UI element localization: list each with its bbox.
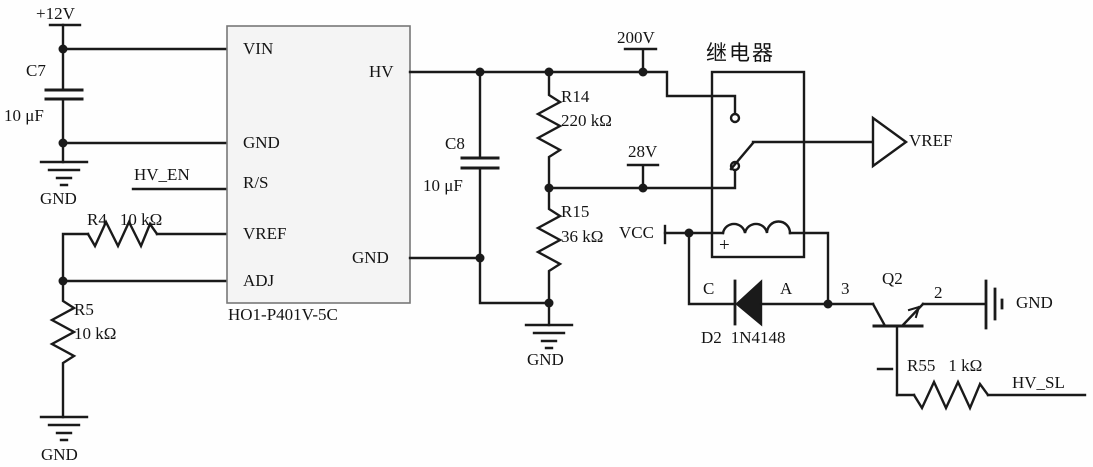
ground-symbol-r5	[39, 415, 89, 442]
vref-buffer-triangle	[871, 115, 909, 169]
r15-value: 36 kΩ	[561, 227, 604, 246]
q2-base-lead	[871, 302, 886, 326]
ground-symbol-c7	[39, 160, 89, 187]
d2-branch-wire	[687, 231, 735, 306]
q2-pin3-label: 3	[841, 279, 850, 298]
ic-pin-vref: VREF	[243, 224, 287, 243]
relay-body	[710, 70, 806, 259]
resistor-r5	[49, 279, 77, 419]
gnd-label-c7: GND	[40, 189, 77, 208]
ic-pin-rs: R/S	[243, 173, 269, 192]
r55-refdes: R55	[907, 356, 936, 375]
r14-refdes: R14	[561, 87, 590, 106]
r55-value: 1 kΩ	[948, 356, 983, 375]
coil-polarity-plus: +	[719, 235, 730, 256]
r5-value: 10 kΩ	[74, 324, 117, 343]
c7-value: 10 μF	[4, 106, 44, 125]
c8-bottom-wire	[478, 166, 551, 305]
net-label-28v: 28V	[628, 142, 658, 161]
c8-value: 10 μF	[423, 176, 463, 195]
relay-name-label: 继电器	[706, 41, 775, 65]
resistor-r15	[535, 186, 563, 305]
v28-wire	[547, 169, 737, 190]
ic-pin-adj: ADJ	[243, 271, 275, 290]
d2-anode-label: A	[780, 279, 793, 298]
ic-pin-vin: VIN	[243, 39, 274, 58]
resistor-r14	[535, 70, 563, 190]
q2-emitter-arrowhead	[907, 305, 921, 319]
d2-label: D2 1N4148	[701, 329, 786, 347]
net-label-hv-en: HV_EN	[134, 165, 190, 184]
junction-dots	[58, 44, 833, 309]
ic-body	[226, 25, 411, 304]
r15-refdes: R15	[561, 202, 590, 221]
c8-refdes: C8	[445, 134, 465, 153]
ground-symbol-q2	[984, 279, 1004, 330]
ic-part-number: HO1-P401V-5C	[228, 305, 338, 324]
ic-pin-hv: HV	[369, 62, 394, 81]
net-label-vcc: VCC	[619, 223, 654, 242]
net-label-200v: 200V	[617, 28, 655, 47]
gnd-label-mid: GND	[527, 350, 564, 369]
d2-part: 1N4148	[730, 328, 786, 347]
c7-refdes: C7	[26, 61, 46, 80]
r55-label: R55 1 kΩ	[907, 357, 982, 375]
net-label-vref: VREF	[909, 131, 953, 150]
gnd-label-r5: GND	[41, 445, 78, 464]
coil-out-wire	[788, 231, 830, 306]
q2-pin2-label: 2	[934, 283, 943, 302]
diode-d2	[735, 279, 763, 327]
capacitor-c7	[44, 88, 84, 101]
net-label-hv-sl: HV_SL	[1012, 373, 1065, 392]
r14-value: 220 kΩ	[561, 111, 612, 130]
r4-left-lead	[61, 232, 90, 283]
capacitor-c8	[460, 156, 500, 170]
ground-symbol-mid	[524, 323, 574, 350]
hv-wire	[408, 70, 737, 115]
d2-refdes: D2	[701, 328, 722, 347]
gnd-label-q2: GND	[1016, 293, 1053, 312]
r4-label: R4 10 kΩ	[87, 211, 162, 229]
resistor-r55	[912, 379, 990, 411]
relay-contact-no	[729, 112, 741, 124]
relay-switch-arm	[729, 141, 755, 171]
relay-coil	[721, 220, 792, 235]
ic-pin-gnd-left: GND	[243, 133, 280, 152]
r5-refdes: R5	[74, 300, 94, 319]
net-label-12v: +12V	[36, 4, 75, 23]
r4-refdes: R4	[87, 210, 107, 229]
resistor-r4	[86, 219, 159, 249]
d2-cathode-label: C	[703, 279, 715, 298]
q2-refdes: Q2	[882, 269, 903, 288]
ic-pin-gnd-right: GND	[352, 248, 389, 267]
r4-value: 10 kΩ	[119, 210, 163, 229]
